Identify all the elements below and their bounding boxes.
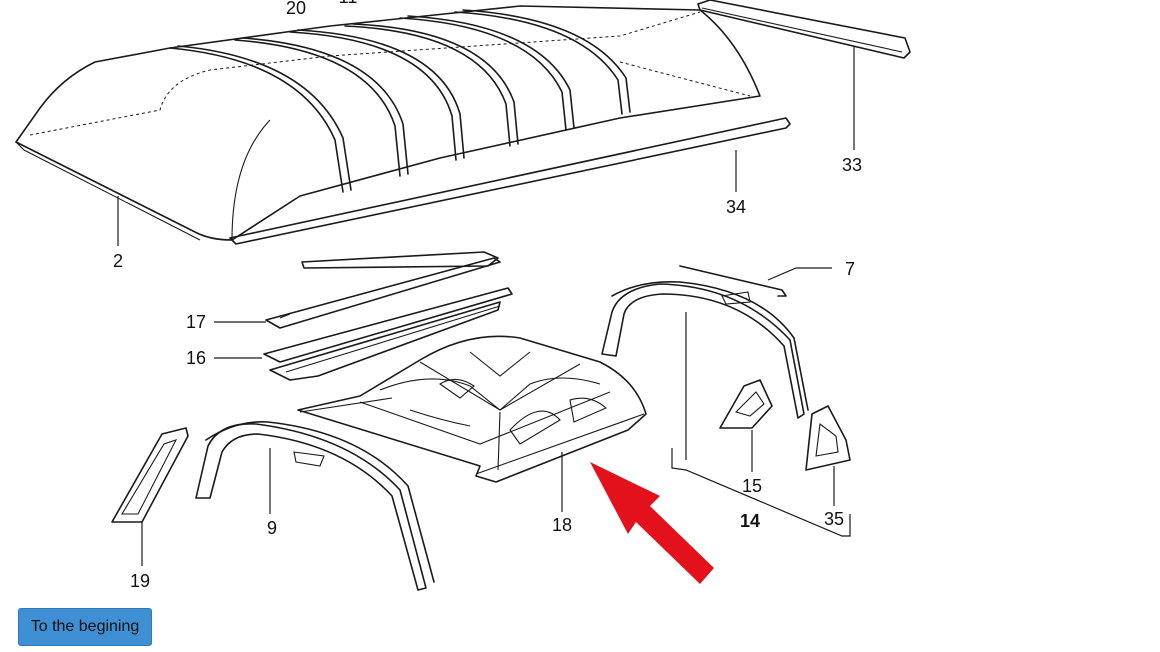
label-part-16: 16 <box>186 348 206 368</box>
label-group-14: 14 <box>740 511 760 531</box>
group-bracket-14 <box>671 448 851 537</box>
label-part-2: 2 <box>113 251 123 271</box>
label-part-34: 34 <box>726 197 746 217</box>
label-part-17: 17 <box>186 312 206 332</box>
label-part-15: 15 <box>742 476 762 496</box>
back-to-start-button[interactable]: To the begining <box>18 608 152 646</box>
gusset-part-15 <box>719 379 773 429</box>
roof-frame-part-18 <box>297 335 647 483</box>
front-arch-part-9 <box>195 421 435 591</box>
label-part-35: 35 <box>824 509 844 529</box>
pillar-bracket-part-19 <box>111 427 189 523</box>
trim-strip-part-34 <box>229 117 791 245</box>
label-part-9: 9 <box>267 518 277 538</box>
leader-lines <box>117 46 855 566</box>
side-rail-part-16 <box>263 287 513 381</box>
highlight-arrow <box>590 462 714 584</box>
label-part-11: 11 <box>339 0 358 7</box>
label-part-33: 33 <box>842 155 862 175</box>
rear-arch-part-7 <box>601 265 809 419</box>
label-part-20: 20 <box>286 0 306 18</box>
label-part-7: 7 <box>845 259 855 279</box>
side-rail-part-17 <box>265 251 501 329</box>
label-part-19: 19 <box>130 571 150 591</box>
label-part-18: 18 <box>552 515 572 535</box>
rail-strip-part-33 <box>697 0 911 59</box>
gusset-part-35 <box>805 405 851 471</box>
roof-panel-part <box>15 5 761 241</box>
